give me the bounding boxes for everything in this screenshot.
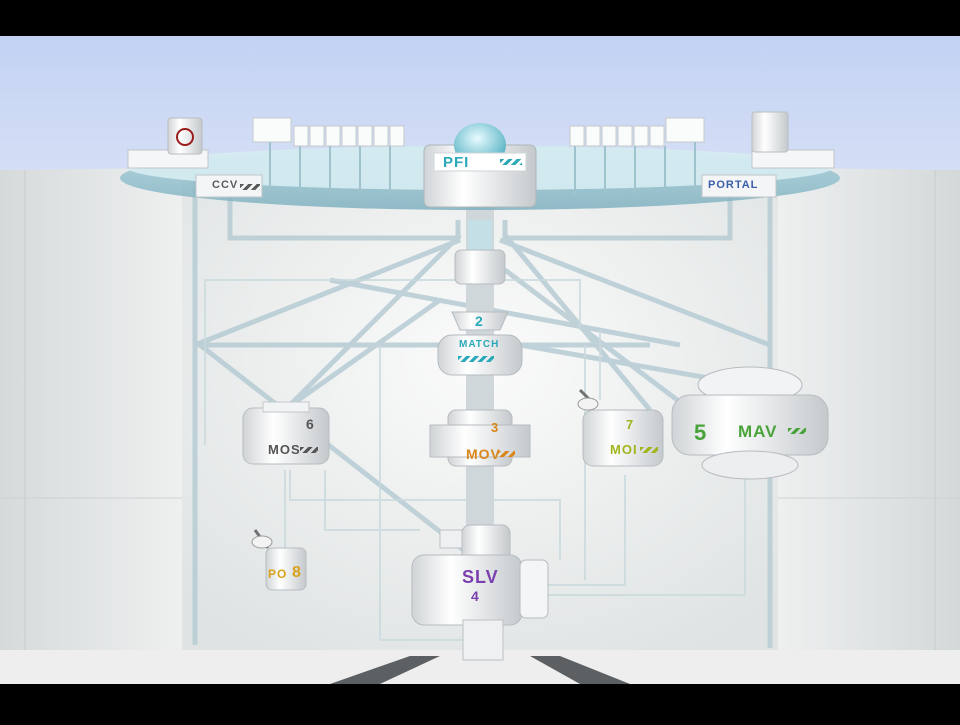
floor <box>0 650 960 684</box>
mav-label: MAV <box>738 422 778 441</box>
biohazard-icon <box>176 128 194 146</box>
mos-stripes <box>300 447 318 453</box>
mov-label: MOV <box>466 446 501 462</box>
mav-stripes <box>788 428 806 434</box>
slv-module[interactable] <box>411 554 523 626</box>
right-wall <box>778 168 960 650</box>
letterbox-top <box>0 0 960 36</box>
ccv-label: CCV <box>212 179 239 191</box>
po-label: PO <box>268 567 288 581</box>
pfi-label: PFI <box>443 154 470 171</box>
moi-number: 7 <box>626 417 635 432</box>
slv-number: 4 <box>471 588 480 604</box>
moi-stripes <box>640 447 658 453</box>
mov-number: 3 <box>491 420 500 435</box>
match-number: 2 <box>475 313 484 329</box>
mos-number: 6 <box>306 416 315 432</box>
satellite-dish-icon <box>577 397 599 411</box>
left-wall <box>0 168 182 650</box>
ccv-stripes <box>240 184 260 190</box>
pfi-stripes <box>500 159 522 165</box>
moi-module[interactable] <box>582 409 664 467</box>
pipe-network <box>192 170 773 648</box>
match-module[interactable] <box>437 334 523 376</box>
match-stripes <box>458 356 494 362</box>
match-label: MATCH <box>459 339 500 350</box>
portal-label: PORTAL <box>708 179 759 191</box>
slv-label: SLV <box>462 567 499 587</box>
moi-label: MOI <box>610 442 638 457</box>
po-module[interactable] <box>265 547 307 591</box>
pfi-ring-station <box>120 111 840 210</box>
mov-stripes <box>497 451 515 457</box>
satellite-dish-icon-2 <box>251 535 273 549</box>
mos-label: MOS <box>268 442 301 457</box>
column-pod-1 <box>454 249 506 285</box>
mav-number: 5 <box>694 420 708 445</box>
po-number: 8 <box>292 564 302 581</box>
letterbox-bottom <box>0 684 960 720</box>
